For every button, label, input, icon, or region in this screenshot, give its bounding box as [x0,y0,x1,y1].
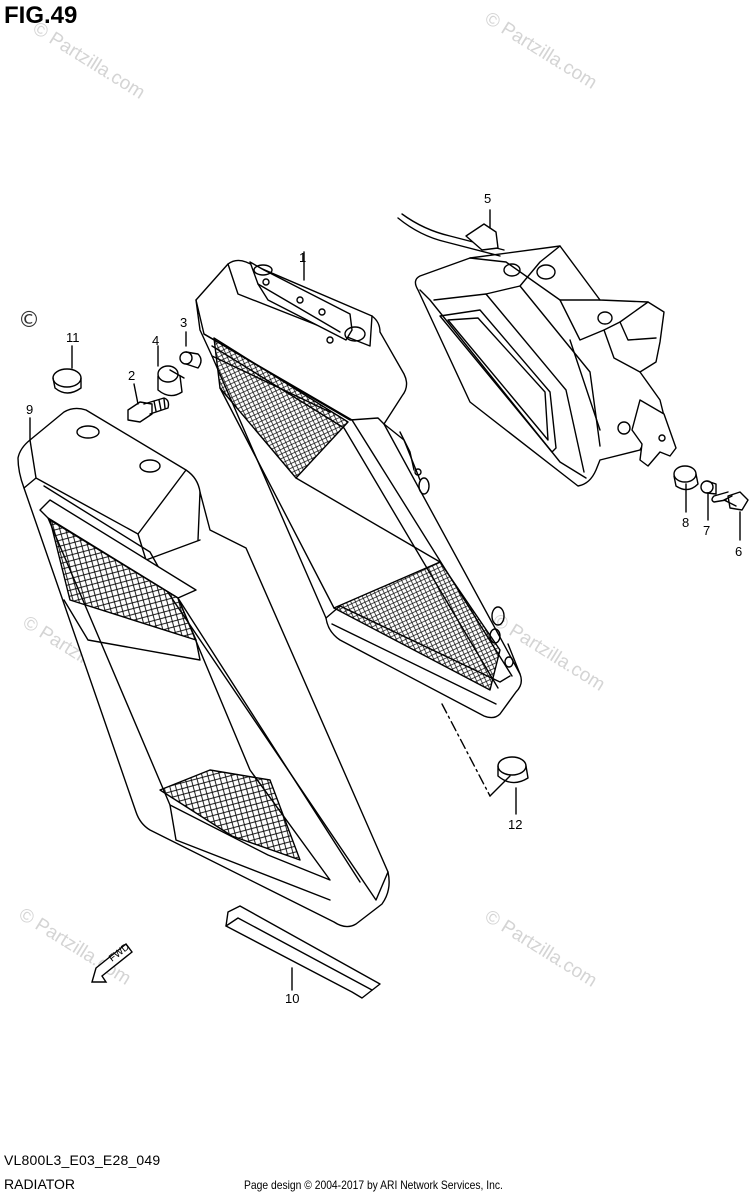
callout-3: 3 [180,315,187,330]
fwd-arrow-icon: FWD [91,942,133,983]
callout-4: 4 [152,333,159,348]
callout-5: 5 [484,191,491,206]
callout-2: 2 [128,368,135,383]
radiator-cover [17,407,390,928]
section-name: RADIATOR [4,1176,76,1192]
copyright-icon: © [18,308,40,333]
grommet-11 [52,368,82,394]
collar-3 [179,351,202,369]
seal-strip-10 [225,905,381,999]
callout-11: 11 [66,330,80,345]
bolt-2 [127,397,170,423]
page-credit: Page design © 2004-2017 by ARI Network S… [244,1178,503,1192]
figure-title: FIG.49 [4,2,78,29]
cooling-fan [397,213,677,487]
callout-12: 12 [508,817,522,832]
collar-7 [700,480,717,495]
grommet-4 [157,365,185,397]
callout-10: 10 [285,991,299,1006]
callout-1: 1 [299,250,306,265]
callout-9: 9 [26,402,33,417]
model-code: VL800L3_E03_E28_049 [4,1152,161,1168]
callout-6: 6 [735,544,742,559]
callout-8: 8 [682,515,689,530]
grommet-8 [673,465,699,491]
callout-7: 7 [703,523,710,538]
grommet-12 [497,756,529,784]
radiator-core [195,259,523,719]
bolt-6 [711,491,749,511]
